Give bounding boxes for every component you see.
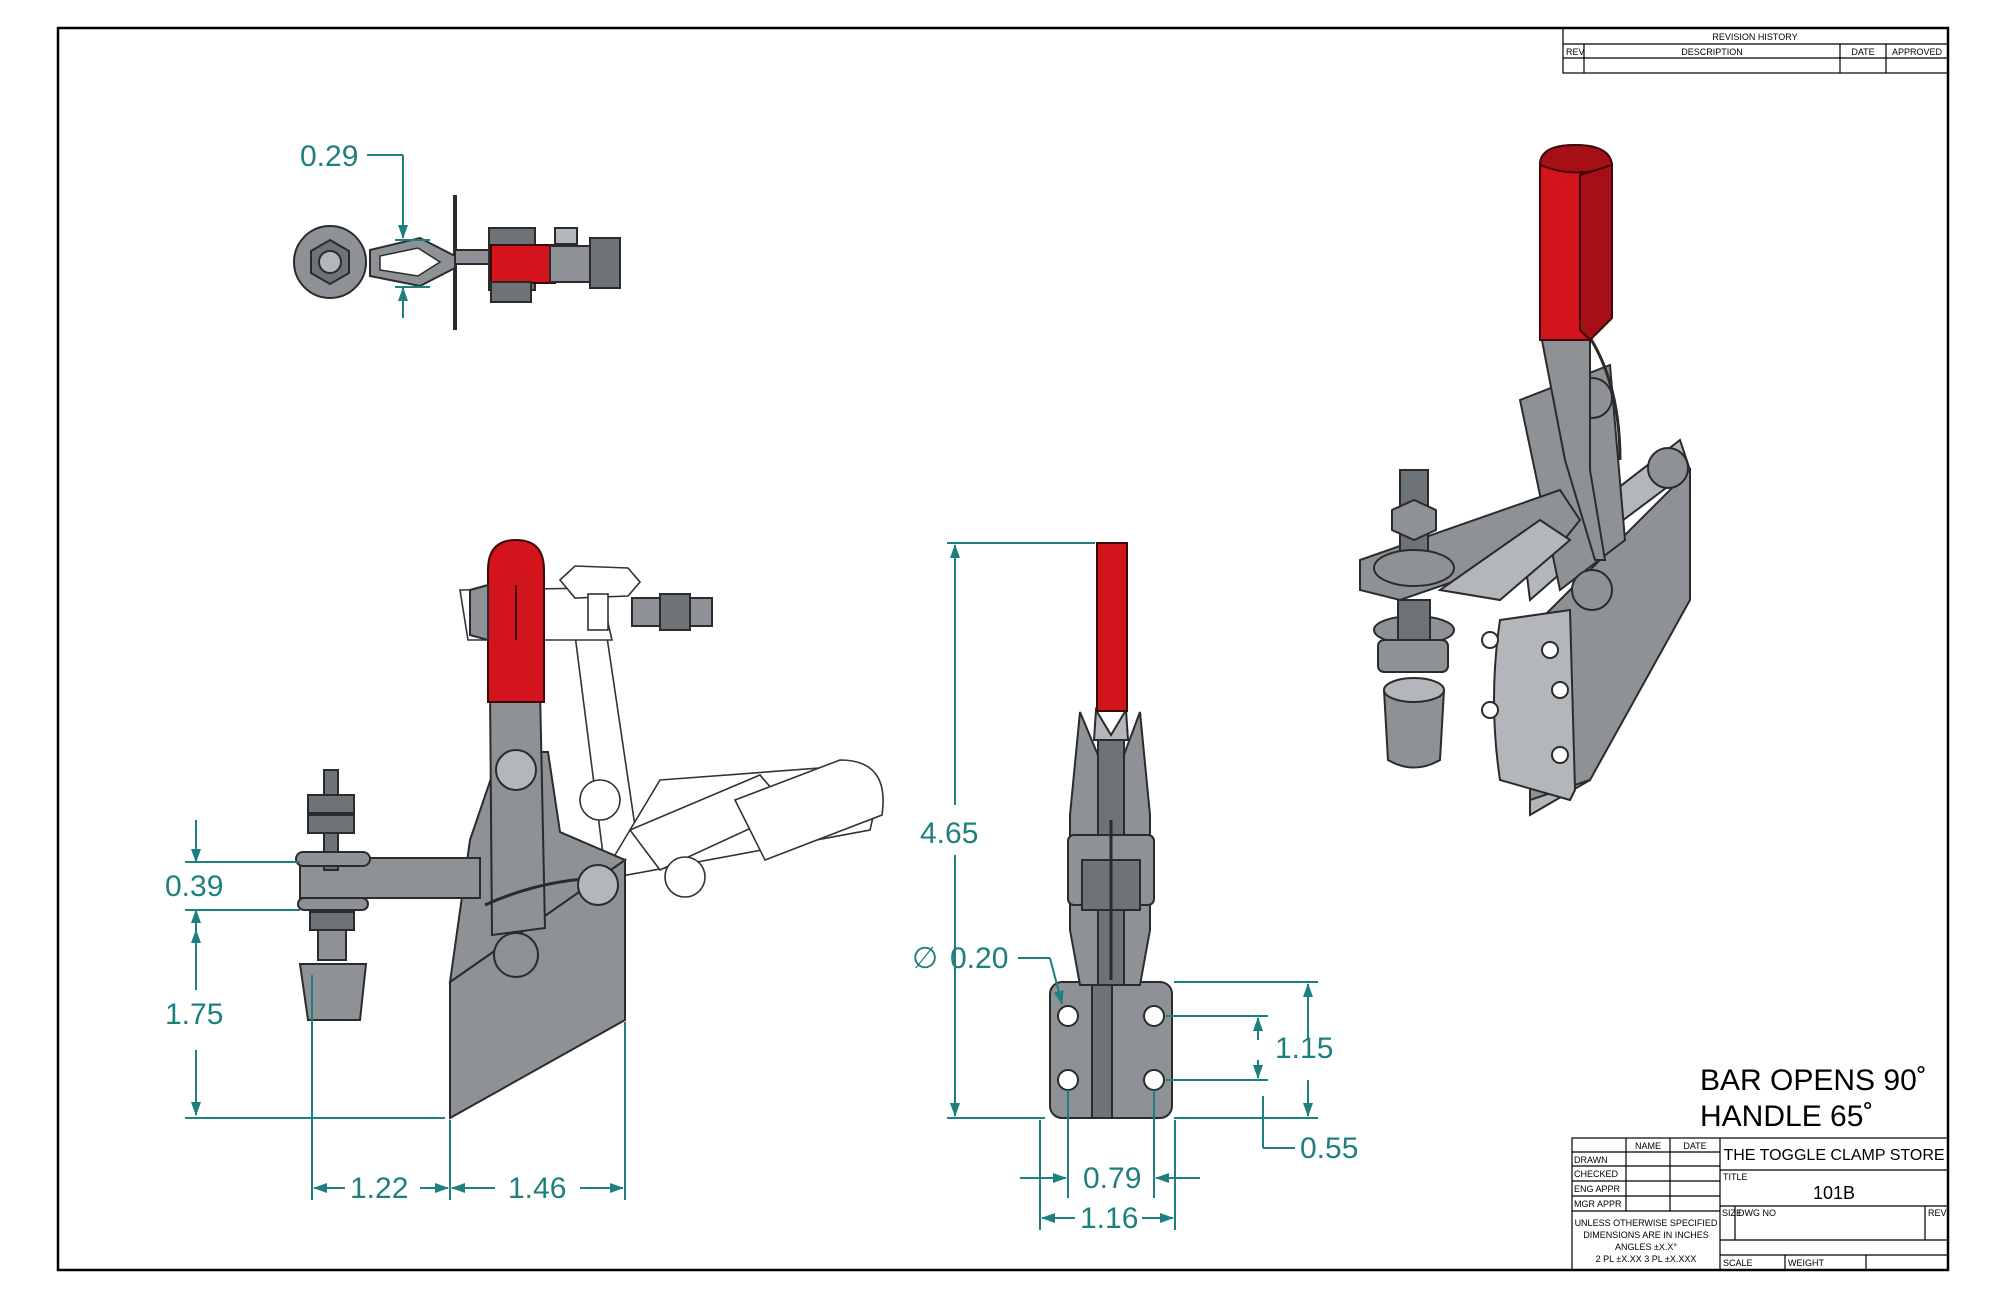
revision-col-rev: REV	[1566, 47, 1585, 57]
tb-row-eng-appr: ENG APPR	[1574, 1184, 1621, 1194]
notes: BAR OPENS 90˚ HANDLE 65˚	[1700, 1064, 1927, 1133]
tb-dwg-no-label: DWG NO	[1738, 1208, 1776, 1218]
tb-col-date: DATE	[1683, 1141, 1706, 1151]
top-view	[293, 195, 621, 330]
tb-company: THE TOGGLE CLAMP STORE	[1723, 1147, 1944, 1164]
dim-hole-vertical-spacing-label: 1.15	[1275, 1032, 1333, 1065]
iso-mount-hole	[1481, 701, 1499, 719]
dim-base-width-label: 1.16	[1080, 1202, 1138, 1235]
title-block: NAME DATE DRAWN CHECKED ENG APPR MGR APP…	[1571, 1137, 1949, 1271]
dim-side-left-offset-label: 1.22	[350, 1172, 408, 1205]
dim-side-bar-height: 0.39	[165, 820, 300, 930]
dim-side-bar-height-label: 0.39	[165, 870, 223, 903]
iso-mount-hole	[1551, 746, 1569, 764]
mount-hole	[1057, 1005, 1079, 1027]
isometric-view	[1359, 143, 1692, 817]
tb-tolerance-1: UNLESS OTHERWISE SPECIFIED	[1575, 1218, 1718, 1228]
tb-row-checked: CHECKED	[1574, 1169, 1619, 1179]
revision-col-approved: APPROVED	[1892, 47, 1943, 57]
tb-scale-label: SCALE	[1723, 1258, 1753, 1268]
revision-history-block: REVISION HISTORY REV DESCRIPTION DATE AP…	[1562, 27, 1949, 74]
iso-mount-hole	[1481, 631, 1499, 649]
dim-hole-edge-offset: 0.55	[1174, 981, 1358, 1165]
drawing-border	[56, 26, 1950, 1272]
tb-row-drawn: DRAWN	[1574, 1155, 1608, 1165]
tb-title-label: TITLE	[1723, 1172, 1748, 1182]
mount-hole	[1057, 1069, 1079, 1091]
dim-top-gap-label: 0.29	[300, 140, 358, 173]
dim-hole-vertical-spacing: 1.15	[1166, 1015, 1333, 1081]
open-position-ghost	[459, 565, 884, 898]
dim-front-height: 4.65	[920, 542, 1095, 1119]
handle-grip-front	[1096, 542, 1128, 712]
tb-weight-label: WEIGHT	[1788, 1258, 1824, 1268]
dim-hole-edge-offset-label: 0.55	[1300, 1132, 1358, 1165]
tb-col-name: NAME	[1635, 1141, 1661, 1151]
tb-rev-label: REV	[1928, 1208, 1947, 1218]
revision-col-description: DESCRIPTION	[1681, 47, 1743, 57]
iso-mount-hole	[1541, 641, 1559, 659]
dim-side-height-label: 1.75	[165, 998, 223, 1031]
dim-side-left-offset: 1.22	[311, 975, 451, 1205]
dim-hole-diameter-symbol: ∅	[912, 942, 938, 975]
dim-top-gap: 0.29	[300, 140, 430, 318]
tb-tolerance-2: DIMENSIONS ARE IN INCHES	[1583, 1230, 1709, 1240]
front-view	[1049, 542, 1173, 1119]
side-view	[295, 538, 884, 1120]
dim-side-base-length: 1.46	[451, 1022, 626, 1205]
dim-base-width: 1.16	[1039, 1120, 1176, 1235]
revision-history-title: REVISION HISTORY	[1712, 32, 1797, 42]
dim-hole-horizontal-spacing-label: 0.79	[1083, 1162, 1141, 1195]
tb-row-mgr-appr: MGR APPR	[1574, 1199, 1622, 1209]
dim-hole-diameter: ∅ 0.20	[912, 942, 1064, 1005]
dim-side-height: 1.75	[165, 929, 445, 1119]
note-handle: HANDLE 65˚	[1700, 1100, 1873, 1133]
dim-hole-diameter-label: 0.20	[950, 942, 1008, 975]
tb-tolerance-4: 2 PL ±X.XX 3 PL ±X.XXX	[1596, 1254, 1697, 1264]
note-bar-opens: BAR OPENS 90˚	[1700, 1064, 1927, 1097]
dim-hole-horizontal-spacing: 0.79	[1020, 1090, 1200, 1198]
tb-size-label: SIZE	[1722, 1208, 1742, 1218]
mount-hole	[1143, 1005, 1165, 1027]
tb-tolerance-3: ANGLES ±X.X°	[1615, 1242, 1677, 1252]
dim-side-base-length-label: 1.46	[508, 1172, 566, 1205]
dim-front-height-label: 4.65	[920, 817, 978, 850]
tb-title-value: 101B	[1813, 1183, 1855, 1203]
revision-col-date: DATE	[1851, 47, 1874, 57]
mount-hole	[1143, 1069, 1165, 1091]
iso-mount-hole	[1551, 681, 1569, 699]
